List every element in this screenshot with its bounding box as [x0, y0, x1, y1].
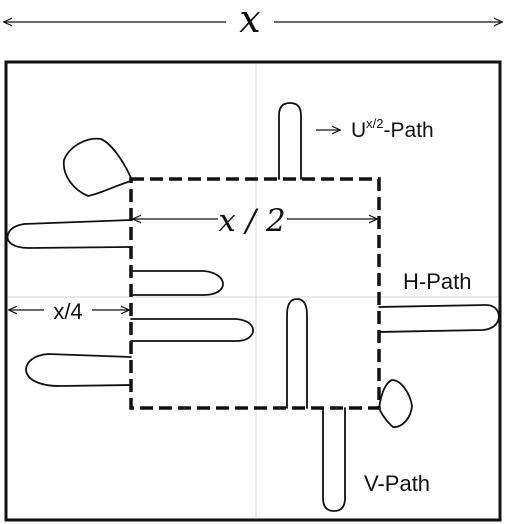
inner-loop-medium	[130, 318, 254, 342]
half-dimension: x / 2	[133, 203, 377, 239]
inner-dashed-square	[129, 177, 381, 410]
blob-loop-upper-left	[62, 137, 132, 197]
left-loop-bottom	[25, 353, 132, 387]
width-dimension: x	[4, 0, 502, 41]
u-path-label: Ux/2-Path	[351, 116, 434, 142]
h-path-label: H-Path	[403, 269, 471, 294]
left-loop-top	[6, 219, 132, 249]
quarter-label: x/4	[53, 299, 82, 324]
half-label: x / 2	[218, 203, 285, 239]
outer-square	[4, 60, 502, 522]
inner-vertical-loop	[286, 298, 308, 409]
quarter-dimension: x/4	[9, 299, 129, 324]
width-label: x	[239, 0, 260, 41]
v-path-label: V-Path	[364, 471, 430, 496]
blob-loop-lower-right	[378, 379, 413, 428]
inner-loop-small	[130, 270, 224, 296]
v-path-loop	[322, 407, 346, 512]
u-path-loop	[278, 102, 302, 180]
h-path-loop	[378, 304, 500, 333]
